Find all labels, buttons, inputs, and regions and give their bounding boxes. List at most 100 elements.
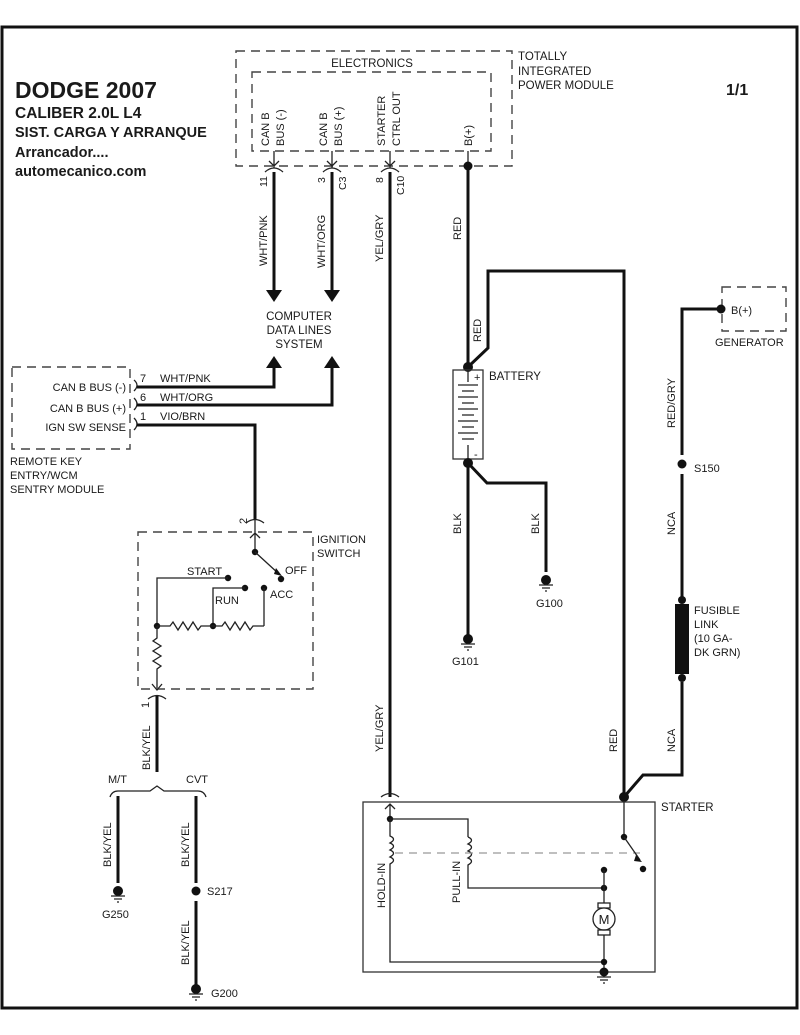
tipm-name-line-1: TOTALLY: [518, 51, 568, 63]
battery-label: BATTERY: [489, 371, 541, 383]
fusible-link: FUSIBLE LINK (10 GA- DK GRN): [675, 596, 740, 682]
wire-label-battery-blk-right: BLK: [530, 513, 542, 534]
tipm-outer-box: [235, 50, 513, 167]
title-website: automecanico.com: [15, 164, 146, 180]
diagram-frame: [0, 25, 799, 1010]
wire-label-gen: RED/GRY: [666, 377, 678, 428]
tipm-connector-c3: C3: [337, 176, 349, 190]
fusible-link-body: [675, 604, 689, 674]
rke-pin-number-6: 6: [140, 392, 146, 404]
computer-data-lines-line-1: COMPUTER: [266, 311, 332, 323]
title-system: SIST. CARGA Y ARRANQUE: [15, 125, 207, 141]
ground-label-g200: G200: [211, 988, 238, 1000]
wire-label-mt: BLK/YEL: [102, 822, 114, 867]
wire-label-starter-ctrl-lower: YEL/GRY: [374, 704, 386, 752]
computer-data-lines-line-2: DATA LINES: [267, 325, 332, 337]
arrow-can-minus-down: [266, 290, 282, 302]
ignition-pin-out: 1: [140, 702, 152, 708]
ground-g200: [189, 984, 203, 1001]
rke-pin-number-7: 7: [140, 373, 146, 385]
starter-label: STARTER: [661, 802, 714, 814]
generator-box: [721, 286, 787, 332]
ground-g101: [461, 634, 475, 651]
rke-pin-label-ign-sense: IGN SW SENSE: [45, 422, 126, 434]
starter-ground-node: [599, 967, 609, 977]
tipm-pin-can-minus-line-1: CAN B: [260, 112, 272, 146]
title-model: CALIBER 2.0L L4: [15, 105, 142, 122]
tipm-pin-can-minus-line-2: BUS (-): [275, 109, 287, 146]
rke-box: [11, 366, 131, 450]
rke-name-line-1: REMOTE KEY: [10, 456, 83, 468]
wire-battery-blk-right: [466, 461, 548, 572]
tipm-electronics-label: ELECTRONICS: [331, 58, 413, 70]
tipm-name-line-2: INTEGRATED: [518, 66, 591, 78]
ignition-name-line-1: IGNITION: [317, 534, 366, 546]
wire-label-nca-upper: NCA: [666, 511, 678, 535]
hold-in-coil: [388, 819, 604, 963]
splice-s150: [677, 459, 687, 469]
rke-name-line-2: ENTRY/WCM: [10, 470, 78, 482]
arrow-can-plus-up: [324, 356, 340, 368]
resistor-3: [151, 626, 163, 688]
split-label-mt: M/T: [108, 774, 127, 786]
pull-in-coil: [466, 836, 604, 889]
wire-label-cvt-lower: BLK/YEL: [180, 920, 192, 965]
tipm-connector-starter: [380, 151, 400, 173]
tipm-connector-can-minus: [264, 151, 284, 173]
rke-pin-label-can-minus: CAN B BUS (-): [53, 382, 126, 394]
resistor-1: [157, 620, 213, 632]
wire-label-cvt: BLK/YEL: [180, 822, 192, 867]
ignition-name-line-2: SWITCH: [317, 548, 360, 560]
rke-module: CAN B BUS (-) CAN B BUS (+) IGN SW SENSE…: [10, 366, 213, 496]
ignition-switch: 2 OFF IGNITION SWITCH START RUN ACC: [137, 518, 366, 692]
split-label-cvt: CVT: [186, 774, 208, 786]
ignition-pos-run: RUN: [215, 595, 239, 607]
tipm-pin-can-plus-line-2: BUS (+): [333, 107, 345, 146]
wire-rke-can-plus: [137, 368, 334, 407]
tipm-electronics-box: [251, 71, 492, 152]
transmission-split-bracket: [109, 785, 207, 798]
ground-label-g100: G100: [536, 598, 563, 610]
arrow-can-plus-down: [324, 290, 340, 302]
wire-label-starter-ctrl: YEL/GRY: [374, 214, 386, 262]
wire-label-battery-red: RED: [472, 319, 484, 342]
splice-label-s150: S150: [694, 463, 720, 475]
wire-label-bplus-red: RED: [452, 217, 464, 240]
ground-g100: [539, 575, 553, 592]
generator-terminal: B(+): [731, 305, 752, 317]
title-make-year: DODGE 2007: [15, 77, 157, 103]
rke-pin-label-can-plus: CAN B BUS (+): [50, 403, 126, 415]
tipm-module: ELECTRONICS TOTALLY INTEGRATED POWER MOD…: [235, 50, 614, 195]
tipm-connector-can-plus: [322, 151, 342, 173]
tipm-pin-starter-line-2: CTRL OUT: [391, 91, 403, 146]
battery-plus-sign: +: [474, 372, 480, 384]
tipm-name-line-3: POWER MODULE: [518, 80, 614, 92]
tipm-pin-can-plus-line-1: CAN B: [318, 112, 330, 146]
battery: + - BATTERY: [452, 369, 541, 461]
wire-nca-lower: [622, 682, 684, 798]
ground-g250: [111, 886, 125, 903]
wire-label-battery-blk-left: BLK: [452, 513, 464, 534]
splice-s217: [191, 886, 201, 896]
wire-gen-red-gry: [680, 307, 721, 455]
fusible-link-line-4: DK GRN): [694, 647, 740, 659]
ignition-switch-box: [137, 531, 314, 690]
page-number: 1/1: [726, 82, 748, 99]
tipm-pin-number-11: 11: [258, 176, 270, 187]
tipm-connector-c10: C10: [395, 176, 407, 195]
ignition-pos-start: START: [187, 566, 222, 578]
pull-in-label: PULL-IN: [451, 861, 463, 903]
splice-label-s217: S217: [207, 886, 233, 898]
arrow-can-minus-up: [266, 356, 282, 368]
rke-pin-number-1: 1: [140, 411, 146, 423]
wire-label-can-minus-top: WHT/PNK: [258, 215, 270, 266]
title-subject: Arrancador....: [15, 145, 108, 161]
ignition-pos-acc: ACC: [270, 589, 293, 601]
starter: STARTER HOLD-IN PULL-IN M: [362, 792, 714, 984]
rke-wire-label-vio-brn: VIO/BRN: [160, 411, 205, 423]
wire-label-ign-out: BLK/YEL: [141, 725, 153, 770]
starter-box: [362, 801, 656, 973]
wire-label-can-plus-top: WHT/ORG: [316, 215, 328, 268]
tipm-pin-bplus: B(+): [463, 125, 475, 146]
